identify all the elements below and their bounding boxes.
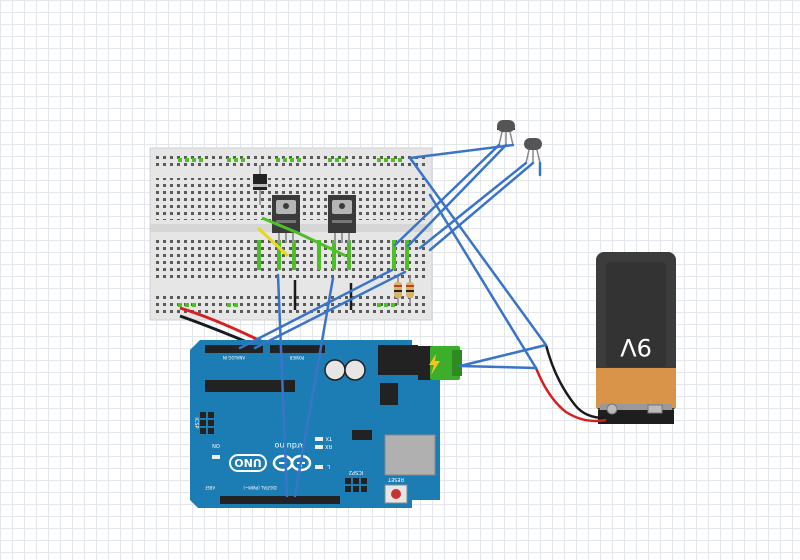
temperature-sensor-2[interactable] (524, 138, 542, 164)
mosfet-2[interactable] (328, 195, 356, 243)
wire-blue-rail-to-battery[interactable] (408, 156, 548, 347)
uno-logo-text: UNO (234, 456, 262, 469)
wire-blue-sensor1-c[interactable] (408, 143, 515, 160)
digital-header (220, 496, 340, 504)
breadboard-lower-terminals (155, 236, 427, 278)
wire-blue-analog-2[interactable] (253, 270, 407, 350)
breadboard-connected-holes (178, 158, 409, 307)
arduino-brand-text: Arduino (274, 441, 305, 450)
led-tx (315, 437, 323, 441)
resistor-1[interactable] (394, 275, 402, 305)
capacitor-2 (344, 359, 366, 381)
wire-blue-sensor2-b[interactable] (428, 161, 535, 252)
uno-logo-frame (229, 454, 267, 472)
reset-label: RESET (387, 476, 404, 482)
wire-blue-pin-2[interactable] (293, 276, 335, 498)
wire-blue-sensor1-b[interactable] (406, 143, 508, 248)
resistor-2[interactable] (406, 275, 414, 305)
capacitor-1 (324, 359, 346, 381)
usb-port[interactable] (384, 434, 436, 476)
mosfet-1[interactable] (272, 195, 300, 243)
power-label: POWER (289, 355, 304, 360)
icsp-label: ICSP (193, 417, 199, 428)
led-on (212, 455, 220, 459)
on-label: ON (212, 442, 220, 448)
wire-blue-gnd-to-battery[interactable] (428, 193, 538, 370)
diode[interactable] (253, 165, 267, 205)
atmega-chip (205, 380, 295, 392)
dc-power-connector[interactable] (418, 346, 462, 380)
l-label: L (327, 463, 330, 469)
digital-label: DIGITAL (PWM~) (243, 485, 277, 490)
wire-blue-analog-1[interactable] (238, 268, 394, 350)
wire-blue-sensor2-a[interactable] (418, 161, 528, 250)
wire-yellow[interactable] (256, 226, 290, 258)
wire-blue-sensor1-a[interactable] (393, 143, 501, 247)
wire-green-2[interactable] (297, 231, 347, 258)
battery-label: 9V (620, 333, 652, 361)
blue-wires (238, 143, 548, 498)
battery-terminal-negative (606, 403, 618, 415)
arduino-uno-board: UNO Arduino ON TX RX L RESET ICSP ICSP2 … (190, 340, 440, 508)
temperature-sensor-1[interactable] (497, 120, 515, 146)
wire-black-battery[interactable] (544, 344, 606, 420)
icsp2-header (345, 478, 367, 492)
breadboard (149, 147, 433, 321)
icsp-header (200, 412, 214, 434)
dc-jack (378, 345, 418, 375)
power-header (270, 345, 325, 353)
rx-label: RX (325, 443, 332, 449)
reset-button-cap[interactable] (391, 489, 401, 499)
wire-red-battery[interactable] (534, 367, 607, 423)
analog-in-label: ANALOG IN (223, 355, 245, 360)
battery-9v[interactable]: 9V (596, 252, 676, 424)
lightning-icon (429, 354, 440, 375)
wire-green-1[interactable] (261, 216, 299, 235)
battery-terminal-positive (647, 404, 663, 414)
tx-label: TX (325, 435, 333, 441)
aref-label: AREF (204, 485, 215, 490)
analog-header (205, 345, 263, 353)
icsp2-label: ICSP2 (349, 469, 363, 475)
led-l (315, 465, 323, 469)
wire-blue-jack-2[interactable] (458, 364, 538, 370)
breadboard-bottom-rail (155, 296, 427, 314)
wire-blue-jack-1[interactable] (458, 343, 548, 368)
led-rx (315, 445, 323, 449)
wire-blue-pin-1[interactable] (276, 273, 289, 498)
